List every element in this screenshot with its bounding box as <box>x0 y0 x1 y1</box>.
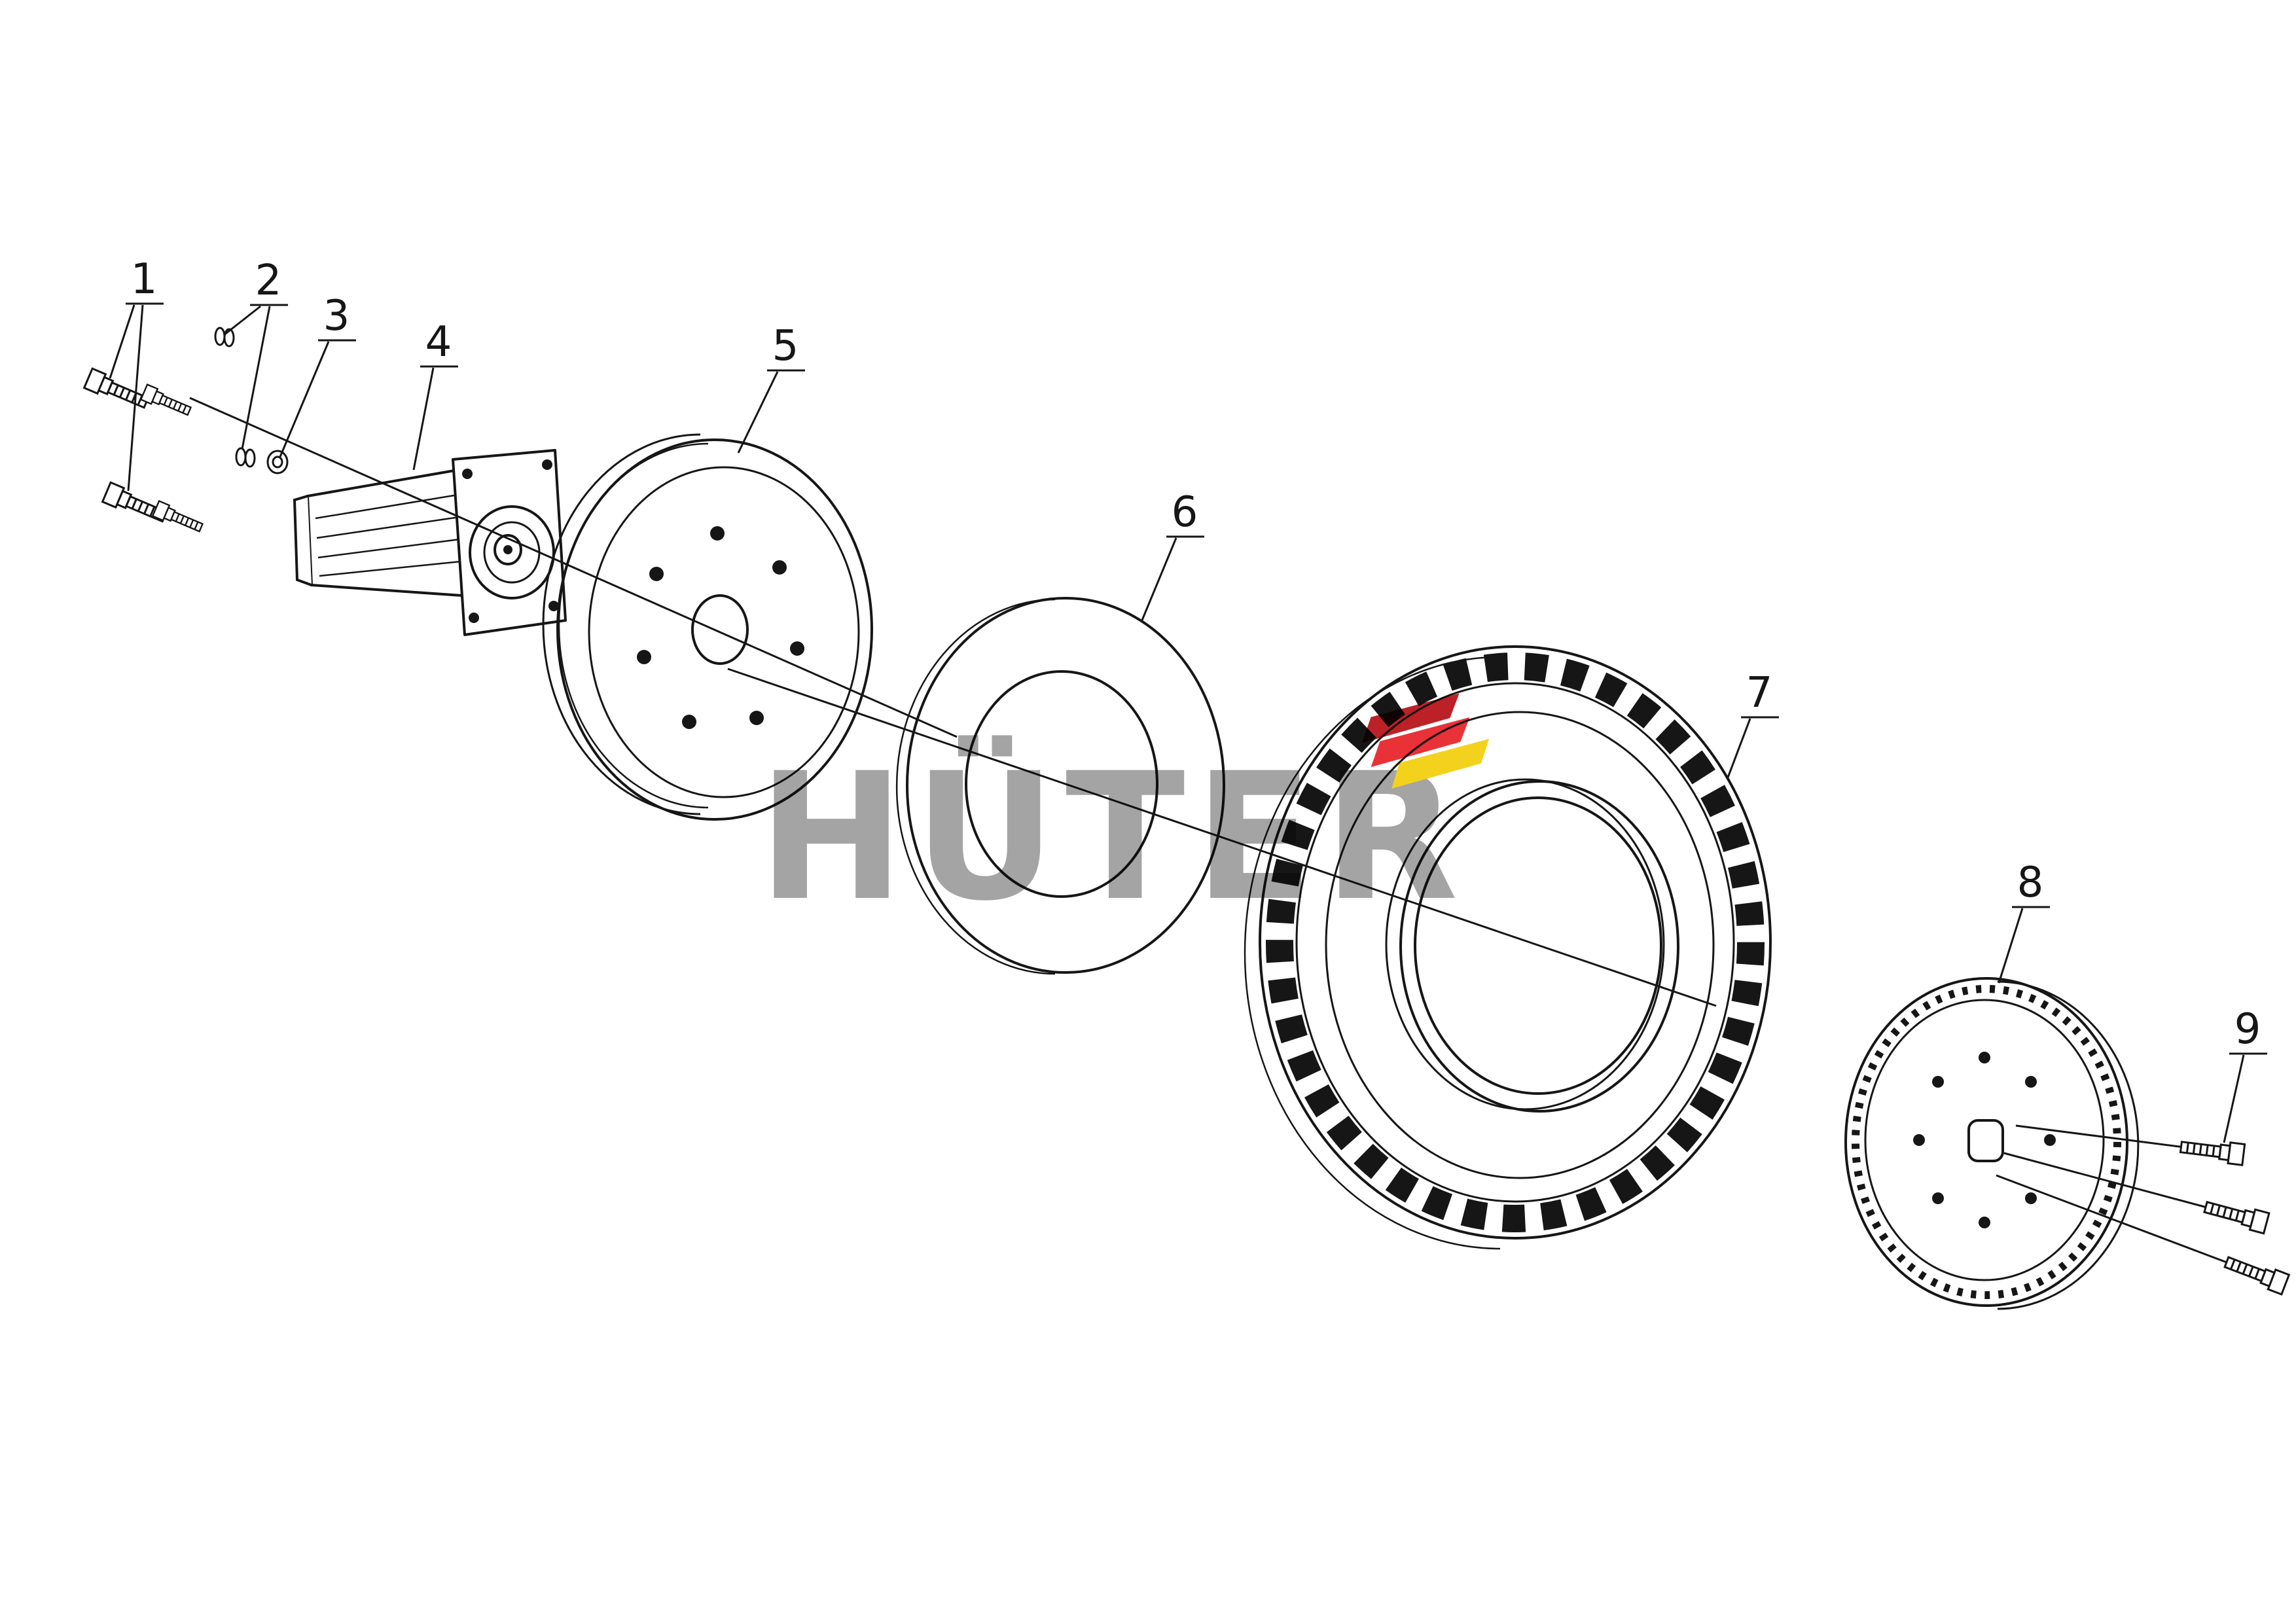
leader-line <box>279 341 330 457</box>
logo-stripe-yellow <box>1391 739 1490 789</box>
part-9-bolt <box>2178 1135 2246 1166</box>
part-2-bolt <box>140 383 194 419</box>
flange-bolt-hole <box>462 469 473 479</box>
part-number: 7 <box>1746 669 1773 717</box>
gearbox-rib <box>316 516 460 539</box>
axis-line-left <box>189 397 958 738</box>
bolt-hole <box>1979 1217 1990 1228</box>
leader-line <box>127 304 144 491</box>
tread-inner-boundary <box>1295 682 1735 1203</box>
leader-line <box>223 305 261 336</box>
bolt-hole <box>1932 1076 1944 1088</box>
part-label-3: 3 <box>279 292 356 457</box>
part-7-tire <box>1244 645 1772 1250</box>
ring-body <box>905 597 1226 974</box>
part-5-wheel-disc <box>542 433 874 821</box>
front-fasteners <box>83 327 289 536</box>
part-3-washer <box>235 447 256 468</box>
flange-bolt-hole <box>469 613 479 623</box>
bolt-hole <box>772 560 787 575</box>
logo-stripe-dark-red <box>1361 693 1460 743</box>
part-9-bolt <box>2202 1196 2270 1235</box>
logo-stripe-red <box>1371 717 1470 768</box>
flange-bolt-hole <box>542 459 552 470</box>
bolt-hole <box>649 567 664 581</box>
leader-line <box>1727 718 1751 778</box>
part-6-ring <box>895 597 1226 975</box>
disc-rim-edge <box>542 433 701 815</box>
bolt-hole <box>2044 1134 2056 1146</box>
bolt-hole <box>2025 1192 2037 1204</box>
part-2-bolt <box>152 500 206 536</box>
ring-depth-edge <box>895 598 1056 975</box>
axis-lines <box>189 397 1717 1007</box>
brand-logo-icon <box>1361 693 1490 789</box>
part-label-5: 5 <box>737 322 805 454</box>
bolt-axis-line <box>1996 1174 2264 1277</box>
gearbox-rib <box>317 538 461 559</box>
bolt-hole <box>2025 1076 2037 1088</box>
part-label-8: 8 <box>1998 859 2050 984</box>
part-label-4: 4 <box>412 318 458 471</box>
part-number: 9 <box>2234 1005 2261 1054</box>
bolt-hole <box>710 526 725 541</box>
tire-bead-depth <box>1385 778 1665 1111</box>
bolt-hole <box>1979 1052 1990 1063</box>
part-9-bolts <box>1996 1124 2290 1296</box>
tire-bead-outer <box>1399 780 1679 1113</box>
part-3-nut <box>266 450 289 474</box>
gearbox-end-cap <box>293 495 312 586</box>
part-label-6: 6 <box>1140 488 1204 622</box>
bolt-hole <box>637 650 651 664</box>
part-number: 5 <box>772 322 799 370</box>
part-label-2: 2 <box>223 257 288 450</box>
watermark: HÜTER <box>758 693 1490 940</box>
leader-line <box>109 304 135 379</box>
bolt-hole <box>1913 1134 1925 1146</box>
part-number: 4 <box>425 318 452 366</box>
part-number: 8 <box>2017 859 2044 907</box>
part-8-wheel-disc <box>1844 977 2140 1310</box>
disc-face <box>588 466 860 798</box>
part-9-bolt <box>2221 1251 2290 1296</box>
part-number: 2 <box>255 257 282 305</box>
part-4-gearbox-housing <box>293 449 567 636</box>
bolt-hole <box>682 715 696 729</box>
watermark-text: HÜTER <box>758 734 1467 940</box>
tire-depth-edge <box>1244 656 1501 1250</box>
part-label-9: 9 <box>2223 1005 2267 1143</box>
tire-sidewall <box>1325 711 1715 1179</box>
gearbox-rib <box>319 560 461 577</box>
part-number: 3 <box>323 292 350 340</box>
leader-line <box>412 367 435 471</box>
part-number: 6 <box>1172 488 1198 537</box>
disc8-serrated-rim <box>1852 985 2121 1299</box>
bolt-hole <box>1932 1192 1944 1204</box>
disc8-center-hole <box>1967 1119 2004 1162</box>
part-number: 1 <box>131 255 158 304</box>
tire-tread-ring <box>1266 652 1765 1232</box>
leader-line <box>1998 908 2024 984</box>
flange-bolt-hole <box>548 601 559 611</box>
gearbox-rib <box>315 493 459 520</box>
bolt-axis-line <box>2003 1152 2244 1219</box>
disc-rim-edge-inner <box>558 442 709 809</box>
disc8-depth-edge <box>1997 980 2140 1310</box>
axis-line-center <box>727 668 1717 1007</box>
part-label-1: 1 <box>109 255 164 491</box>
part-1-bolt <box>83 367 151 414</box>
gearbox-body <box>306 468 464 597</box>
part-labels: 1 2 3 4 5 6 <box>109 255 2267 1143</box>
disc8-face <box>1864 999 2105 1281</box>
leader-line <box>2223 1054 2245 1143</box>
leader-line <box>1140 537 1177 622</box>
part-label-7: 7 <box>1727 669 1779 778</box>
leader-line <box>241 306 271 450</box>
bolt-hole <box>749 711 764 725</box>
leader-line <box>737 371 779 454</box>
bolt-hole <box>790 641 804 656</box>
hub-center <box>503 545 512 554</box>
